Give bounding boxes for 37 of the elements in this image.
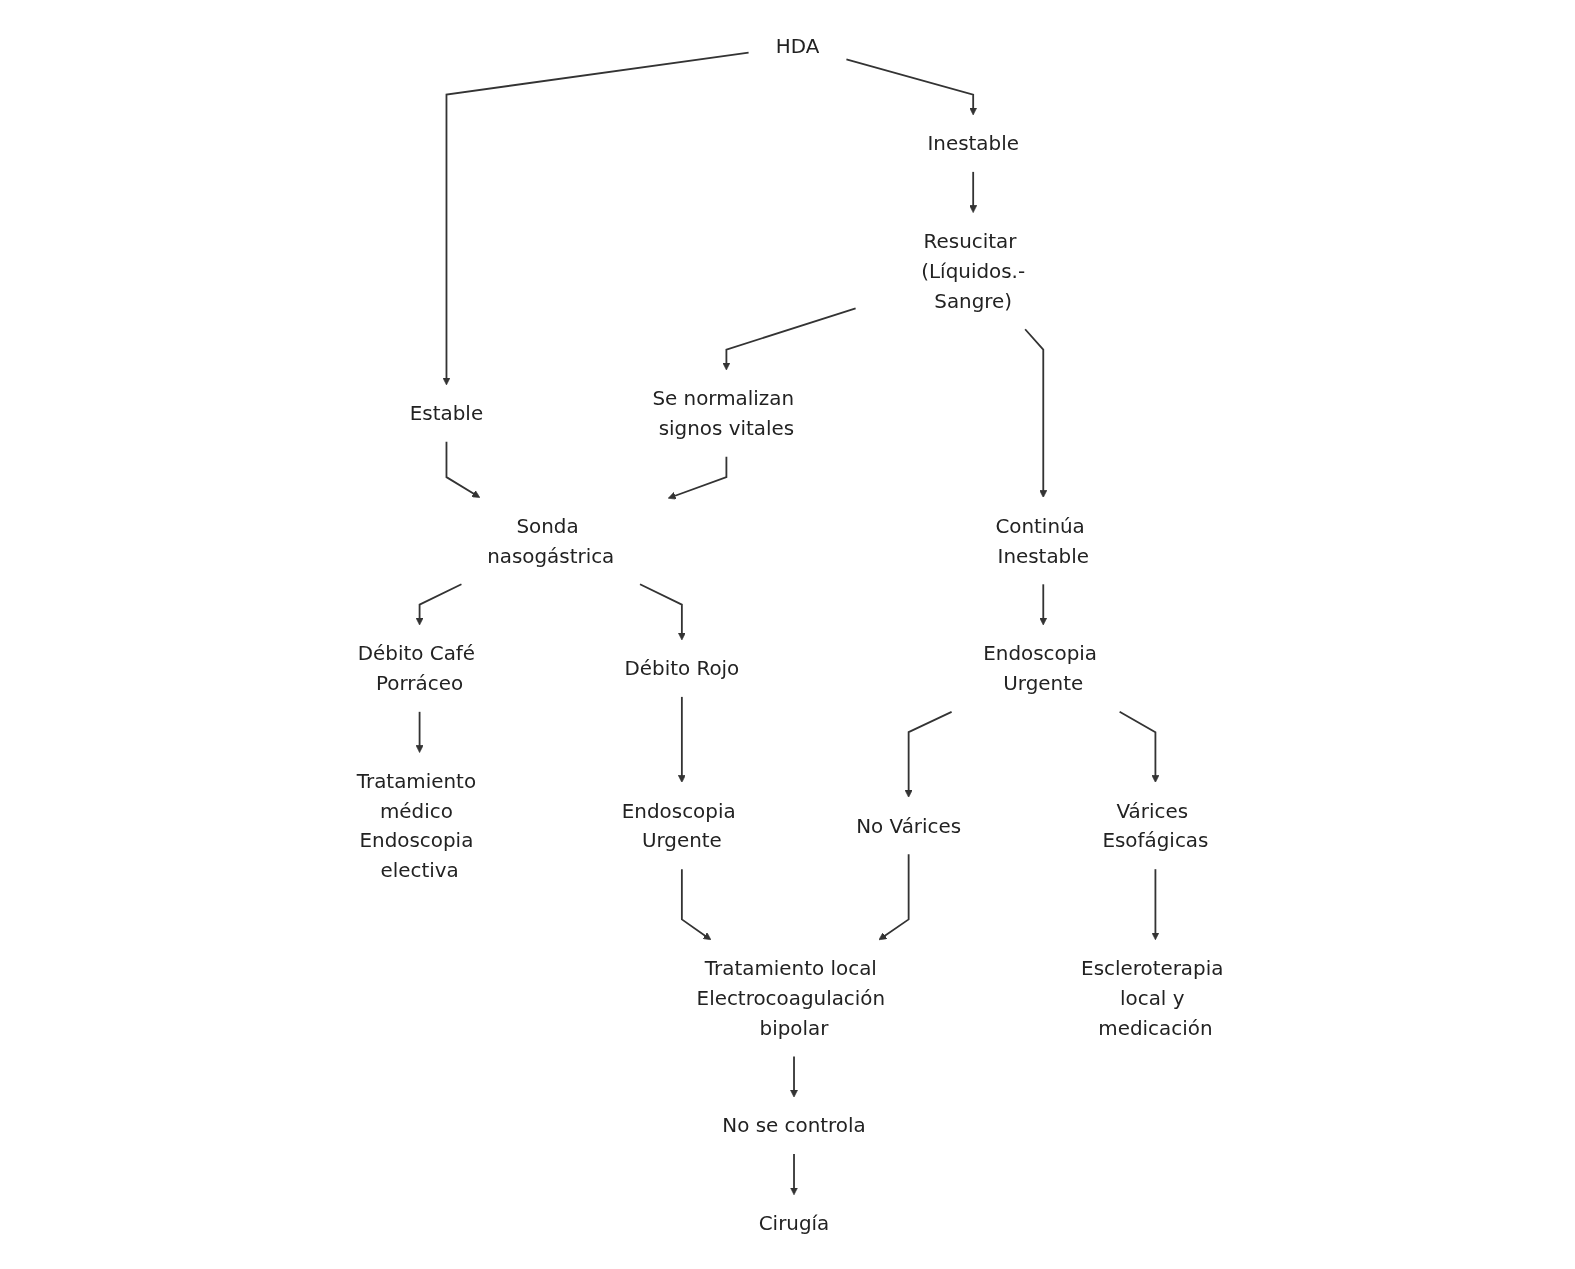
arrow <box>1151 868 1160 941</box>
node-text: Resucitar (Líquidos.-Sangre) <box>921 229 1026 313</box>
arrow <box>639 583 686 641</box>
node-text: Endoscopia Urgente <box>621 799 736 853</box>
arrow <box>415 710 424 753</box>
arrow <box>1024 328 1048 498</box>
arrow <box>845 58 978 116</box>
arrow <box>415 583 463 626</box>
node-text: Continúa Inestable <box>995 514 1090 568</box>
arrow <box>445 440 481 498</box>
arrow <box>1039 583 1048 626</box>
node-text: Cirugía <box>758 1211 830 1235</box>
node-text: Estable <box>409 402 484 425</box>
node-text: Tratamiento local Electrocoagulación bipolar <box>696 956 886 1040</box>
arrow <box>790 1055 798 1098</box>
node-text: Escleroterapia local y medicación <box>1081 956 1224 1040</box>
arrow <box>722 307 857 371</box>
node-text: Endoscopia Urgente <box>983 642 1098 695</box>
node-text: Tratamiento médico Endoscopia electiva <box>356 769 477 882</box>
node-text: Débito Rojo <box>624 657 740 680</box>
arrow <box>790 1153 798 1196</box>
node-text: Inestable <box>927 132 1019 155</box>
arrow <box>680 868 712 941</box>
node-text: No Várices <box>856 814 962 838</box>
node-text: Débito Café Porráceo <box>357 642 476 695</box>
arrow <box>1118 710 1160 783</box>
arrow <box>878 853 910 941</box>
arrow <box>442 51 750 386</box>
arrow <box>904 710 953 798</box>
arrow <box>667 455 728 500</box>
node-text: Se normalizan signos vitales <box>652 387 795 440</box>
node-text: Várices Esofágicas <box>1102 799 1209 853</box>
arrow <box>969 171 978 213</box>
arrow <box>677 696 686 783</box>
node-text: No se controla <box>722 1114 866 1137</box>
node-text: HDA <box>775 34 820 58</box>
node-text: Sonda nasogástrica <box>487 514 615 568</box>
